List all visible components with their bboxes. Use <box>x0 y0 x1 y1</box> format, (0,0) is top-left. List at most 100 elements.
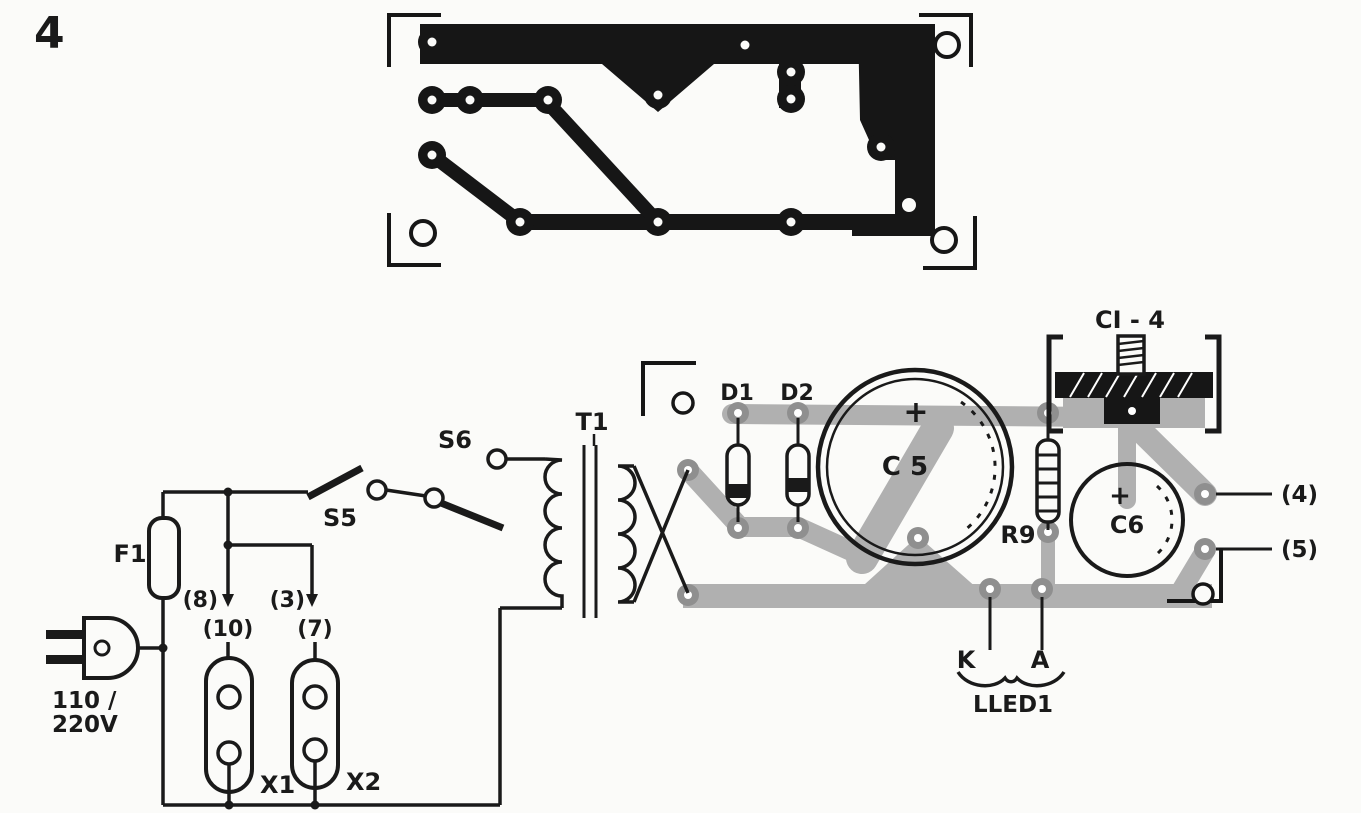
label-pin7: (7) <box>297 617 332 642</box>
mounting-hole <box>409 219 437 247</box>
secondary-winding <box>617 464 637 604</box>
copper-short-horizontal <box>464 93 552 107</box>
solder-pad <box>677 584 699 606</box>
label-led1: LLED1 <box>973 692 1053 718</box>
solder-pad <box>534 86 562 114</box>
label-x1: X1 <box>260 771 295 799</box>
bracket-bottom-right <box>1167 548 1223 603</box>
copper-traces <box>420 24 935 236</box>
label-d1: D1 <box>720 381 754 406</box>
c5-inner-ring <box>825 377 1005 557</box>
heatsink-hatch <box>1177 372 1193 398</box>
label-pin3: (3) <box>270 588 305 613</box>
label-figure-number: 4 <box>34 8 65 59</box>
solder-pad <box>418 141 446 169</box>
screw-thread <box>1117 346 1145 353</box>
label-out4: (4) <box>1281 482 1318 508</box>
label-s5: S5 <box>323 504 357 532</box>
drill-hole <box>902 198 916 212</box>
ic-ci4 <box>1046 334 1222 434</box>
label-r9: R9 <box>1000 521 1035 549</box>
resistor-r9 <box>1035 418 1061 530</box>
assembly-brackets <box>641 361 1223 606</box>
cathode-band <box>787 478 809 492</box>
gray-trace <box>678 460 750 537</box>
solder-pad <box>907 527 929 549</box>
solder-pad <box>1194 538 1216 560</box>
mounting-hole <box>1191 582 1215 606</box>
wire <box>385 488 427 498</box>
solder-pad <box>1031 578 1053 600</box>
solder-pad <box>867 133 895 161</box>
label-out5: (5) <box>1281 537 1318 563</box>
label-c6: C6 <box>1110 511 1144 539</box>
junction-dot <box>310 800 320 810</box>
x1-terminal <box>216 684 242 710</box>
wire-cross <box>632 469 690 603</box>
solder-pad <box>644 208 672 236</box>
junction-dot <box>223 540 233 550</box>
switch-contact <box>423 487 445 509</box>
switch-s6 <box>423 448 545 532</box>
switch-contact <box>486 448 508 470</box>
mounting-hole <box>671 391 695 415</box>
copper-diagonal-mid <box>542 98 662 225</box>
diode-d1 <box>725 418 751 522</box>
schematic-wiring <box>46 334 1272 810</box>
label-c5: C 5 <box>882 452 928 482</box>
mounting-holes <box>409 31 961 254</box>
arrowhead <box>222 594 234 607</box>
gray-triangle <box>843 536 995 604</box>
solder-pad <box>979 578 1001 600</box>
heatsink-hatch <box>1159 372 1175 398</box>
gray-trace <box>1126 416 1217 506</box>
copper-right-block <box>852 24 935 236</box>
label-pin10: (10) <box>203 617 254 642</box>
switch-contact <box>366 479 388 501</box>
switch-s5 <box>306 464 427 501</box>
bracket-top-left <box>387 13 441 67</box>
labels: 4 CI - 4 D1 D2 + C 5 + C6 R9 T1 S6 S5 F1… <box>34 8 1318 799</box>
label-voltage-line1: 110 / <box>52 688 117 714</box>
mounting-hole <box>930 226 958 254</box>
transformer-t1 <box>543 434 690 618</box>
screw-thread <box>1117 353 1145 360</box>
heatsink-hatch <box>1087 372 1103 398</box>
label-x2: X2 <box>346 768 381 796</box>
switch-lever <box>439 499 505 532</box>
screw-thread <box>1117 339 1145 346</box>
cathode-band <box>727 484 749 498</box>
solder-pad <box>506 208 534 236</box>
plug-body <box>82 616 140 680</box>
label-pin8: (8) <box>183 588 218 613</box>
resistor-body <box>1035 438 1061 524</box>
underbrace <box>956 670 1066 688</box>
label-s6: S6 <box>438 426 472 454</box>
heatsink-hatch <box>1069 372 1085 398</box>
bracket-top-left <box>641 361 696 416</box>
fuse-f1 <box>147 492 181 648</box>
c6-dashed-arc <box>1155 484 1174 556</box>
copper-diagonal-left <box>427 149 525 228</box>
label-c5-plus: + <box>903 395 928 430</box>
label-c6-plus: + <box>1109 481 1131 511</box>
mains-plug <box>46 616 168 680</box>
copper-top-strip <box>420 24 935 112</box>
switch-lever <box>306 464 364 501</box>
led-annotation <box>956 597 1066 688</box>
label-voltage-line2: 220V <box>52 712 118 738</box>
output-leads <box>1216 492 1272 551</box>
copper-board <box>387 13 977 270</box>
c6-outline <box>1069 462 1185 578</box>
bracket-bottom-right <box>923 216 977 270</box>
diode-body <box>785 443 811 507</box>
heatsink-hatch <box>1141 372 1157 398</box>
bracket-top-right <box>919 13 973 67</box>
connector-x1 <box>204 656 254 810</box>
capacitor-c6 <box>1069 462 1185 578</box>
heatsink-hatch <box>1105 372 1121 398</box>
copper-bottom-trace <box>516 214 908 230</box>
arrowhead <box>306 594 318 607</box>
